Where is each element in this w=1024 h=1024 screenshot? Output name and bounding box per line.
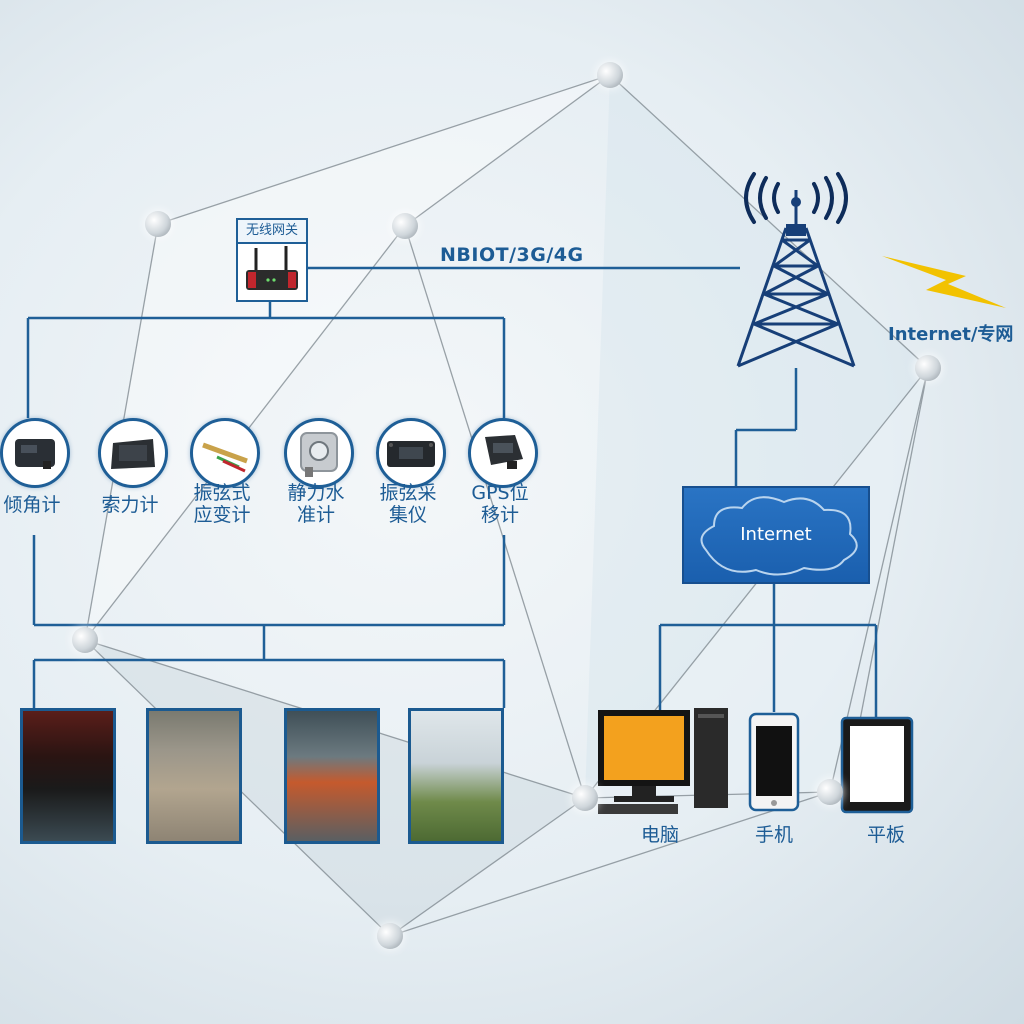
site-photo-2 — [146, 708, 242, 844]
gps-displacement-icon — [468, 418, 538, 488]
site-photo-3 — [284, 708, 380, 844]
device-label-tablet: 平板 — [866, 824, 905, 846]
mesh-node — [597, 62, 623, 88]
device-label-computer: 电脑 — [640, 824, 679, 846]
wireless-gateway: 无线网关 — [236, 218, 308, 302]
sensor-label-data-acquisition: 振弦采 集仪 — [379, 482, 437, 526]
static-level-icon — [284, 418, 354, 488]
sensor-label-inclinometer: 倾角计 — [3, 494, 61, 516]
mesh-node — [72, 627, 98, 653]
mesh-node — [915, 355, 941, 381]
internet-label: Internet — [740, 524, 812, 545]
internet-private-label: Internet/专网 — [888, 324, 1014, 345]
internet-cloud: Internet — [682, 486, 870, 584]
device-label-phone: 手机 — [754, 824, 793, 846]
lightning-icon — [882, 256, 1006, 308]
cloud-icon — [700, 496, 858, 576]
mesh-node — [377, 923, 403, 949]
site-photo-4 — [408, 708, 504, 844]
inclinometer-icon — [0, 418, 70, 488]
gateway-title: 无线网关 — [238, 220, 306, 244]
site-photo-1 — [20, 708, 116, 844]
desktop-computer-icon — [598, 708, 728, 814]
mesh-node — [145, 211, 171, 237]
sensor-label-strain-gauge: 振弦式 应变计 — [193, 482, 251, 526]
mesh-node — [817, 779, 843, 805]
mesh-node — [572, 785, 598, 811]
network-type-label: NBIOT/3G/4G — [440, 244, 584, 266]
cell-tower-icon — [736, 172, 856, 368]
tablet-icon — [840, 716, 914, 814]
wireless-router-icon — [246, 246, 298, 290]
sensor-label-gps: GPS位 移计 — [471, 482, 529, 526]
strain-gauge-icon — [190, 418, 260, 488]
data-acquisition-icon — [376, 418, 446, 488]
mobile-phone-icon — [748, 712, 800, 812]
cable-force-meter-icon — [98, 418, 168, 488]
mesh-node — [392, 213, 418, 239]
sensor-label-cable-force: 索力计 — [101, 494, 159, 516]
sensor-label-static-level: 静力水 准计 — [287, 482, 345, 526]
